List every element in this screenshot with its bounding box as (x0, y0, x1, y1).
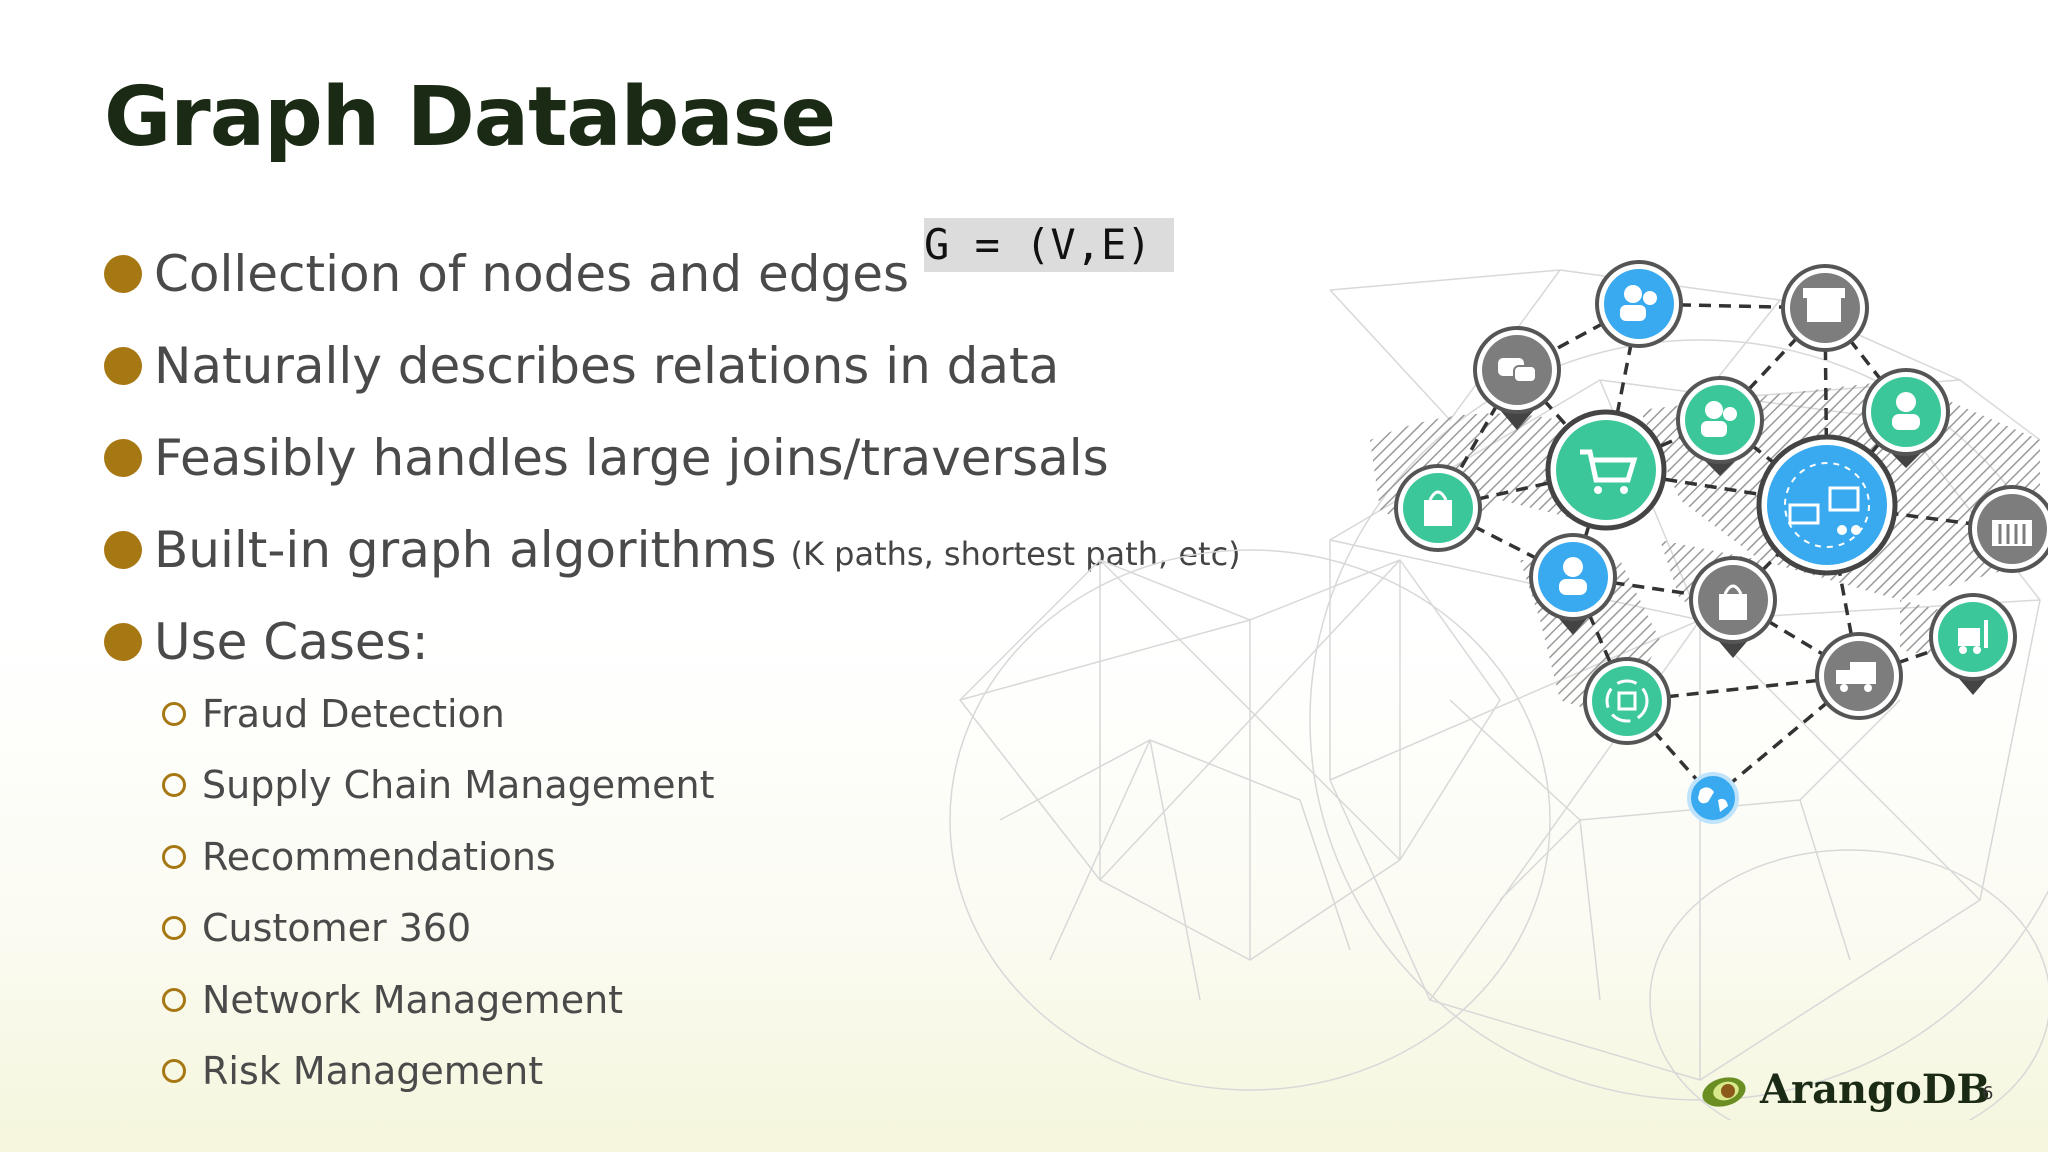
logo-text: ArangoDB (1760, 1066, 1991, 1113)
bag-icon (1424, 500, 1452, 526)
globe-icon (1698, 787, 1714, 804)
bullet-note: (K paths, shortest path, etc) (790, 535, 1241, 573)
logistics-icon (1788, 503, 1820, 525)
bullet-item: Built-in graph algorithms (K paths, shor… (104, 504, 1241, 596)
sub-bullet-ring (162, 773, 186, 798)
box-cycle-icon (1605, 679, 1649, 723)
warehouse-icon (1992, 520, 2032, 546)
use-case-text: Customer 360 (202, 906, 472, 951)
page-number: 6 (1982, 1083, 1994, 1104)
forklift-icon (1958, 628, 1980, 646)
use-case-text: Supply Chain Management (202, 763, 715, 808)
node-cart (1545, 409, 1667, 531)
formula-code: G = (V,E) (924, 218, 1174, 272)
node-person-green-2 (1862, 368, 1950, 468)
node-bag-green (1394, 464, 1482, 552)
person-icon (1896, 392, 1916, 412)
node-store (1781, 264, 1869, 352)
sub-bullet-ring (162, 844, 186, 869)
use-case-item: Network Management (162, 964, 715, 1036)
use-case-item: Recommendations (162, 821, 715, 893)
bullet-dot (104, 347, 142, 385)
use-case-text: Risk Management (202, 1049, 544, 1094)
use-case-item: Risk Management (162, 1036, 715, 1108)
bag-icon (1719, 594, 1747, 620)
node-person-blue (1529, 533, 1617, 635)
bullet-text: Use Cases: (154, 613, 429, 671)
bullet-dot (104, 531, 142, 569)
node-person-green (1676, 376, 1764, 476)
use-case-item: Fraud Detection (162, 678, 715, 750)
person-icon (1563, 557, 1583, 577)
use-case-text: Network Management (202, 977, 624, 1022)
node-bag-gray (1689, 556, 1777, 658)
node-logistics (1756, 434, 1898, 576)
bullet-item: Naturally describes relations in data (104, 320, 1241, 412)
node-globe (1687, 772, 1739, 824)
store-icon (1807, 296, 1841, 322)
bullet-dot (104, 623, 142, 661)
sub-bullet-ring (162, 1059, 186, 1084)
node-truck (1815, 632, 1903, 720)
avocado-logo-icon (1702, 1076, 1746, 1107)
bullet-text: Naturally describes relations in data (154, 337, 1060, 395)
use-case-list: Fraud Detection Supply Chain Management … (162, 678, 715, 1107)
node-box-cycle (1583, 657, 1671, 745)
bullet-text: Built-in graph algorithms (154, 521, 777, 579)
use-case-item: Supply Chain Management (162, 750, 715, 822)
bullet-text: Collection of nodes and edges (154, 245, 910, 303)
sub-bullet-ring (162, 701, 186, 726)
sub-bullet-ring (162, 987, 186, 1012)
truck-icon (1850, 662, 1876, 684)
arangodb-logo: ArangoDB (1700, 1066, 1990, 1113)
node-warehouse (1968, 485, 2048, 573)
bullet-dot (104, 439, 142, 477)
bullet-list: Collection of nodes and edges Naturally … (104, 228, 1241, 688)
sub-bullet-ring (162, 916, 186, 941)
bullet-dot (104, 255, 142, 293)
bullet-item: Use Cases: (104, 596, 1241, 688)
bullet-item: Collection of nodes and edges (104, 228, 1241, 320)
node-people (1595, 260, 1683, 348)
use-case-text: Fraud Detection (202, 691, 505, 736)
people-icon (1624, 285, 1642, 303)
node-chat (1473, 326, 1561, 430)
network-graphic (949, 260, 2048, 1120)
people-icon (1705, 401, 1723, 419)
use-case-item: Customer 360 (162, 893, 715, 965)
cart-icon (1580, 449, 1638, 483)
bullet-text: Feasibly handles large joins/traversals (154, 429, 1109, 487)
use-case-text: Recommendations (202, 834, 556, 879)
node-forklift (1929, 593, 2017, 695)
slide-title: Graph Database (104, 70, 836, 165)
bullet-item: Feasibly handles large joins/traversals (104, 412, 1241, 504)
